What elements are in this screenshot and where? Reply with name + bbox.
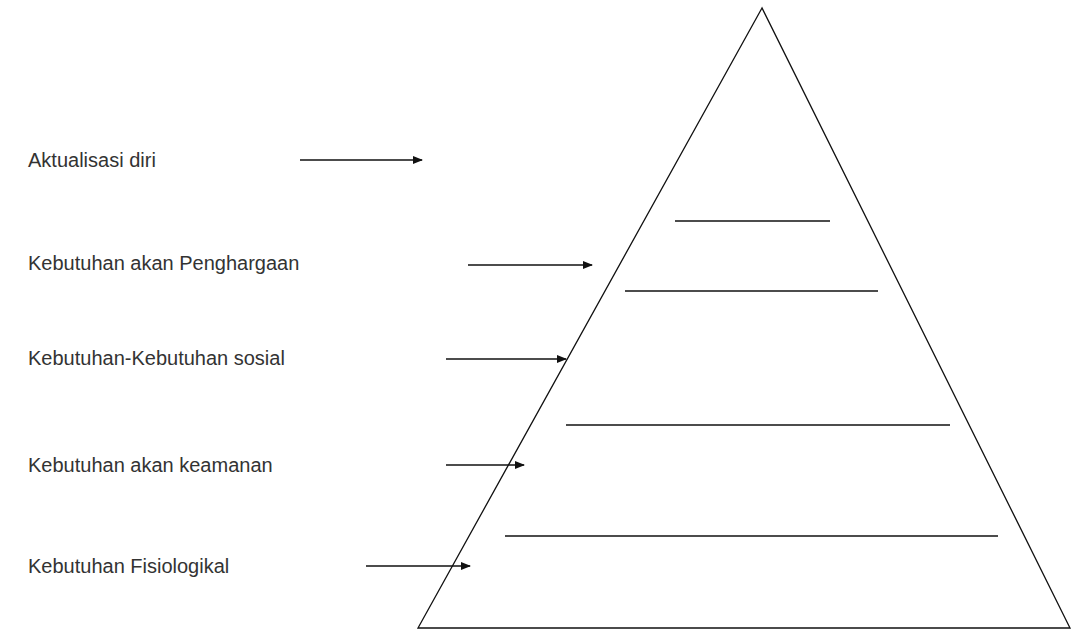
level-label: Kebutuhan Fisiologikal (28, 554, 229, 578)
pointer-arrow (468, 264, 592, 265)
level-divider (625, 290, 878, 291)
pointer-arrow (300, 159, 422, 160)
pyramid-outline (418, 8, 1070, 628)
pointer-arrow (366, 565, 470, 566)
level-label: Kebutuhan akan keamanan (28, 453, 273, 477)
level-label: Kebutuhan-Kebutuhan sosial (28, 346, 285, 370)
level-divider (566, 424, 950, 425)
level-divider (675, 220, 830, 221)
pointer-arrow (446, 358, 566, 359)
level-label: Aktualisasi diri (28, 148, 156, 172)
level-divider (505, 535, 998, 536)
level-label: Kebutuhan akan Penghargaan (28, 251, 299, 275)
pointer-arrow (446, 464, 524, 465)
